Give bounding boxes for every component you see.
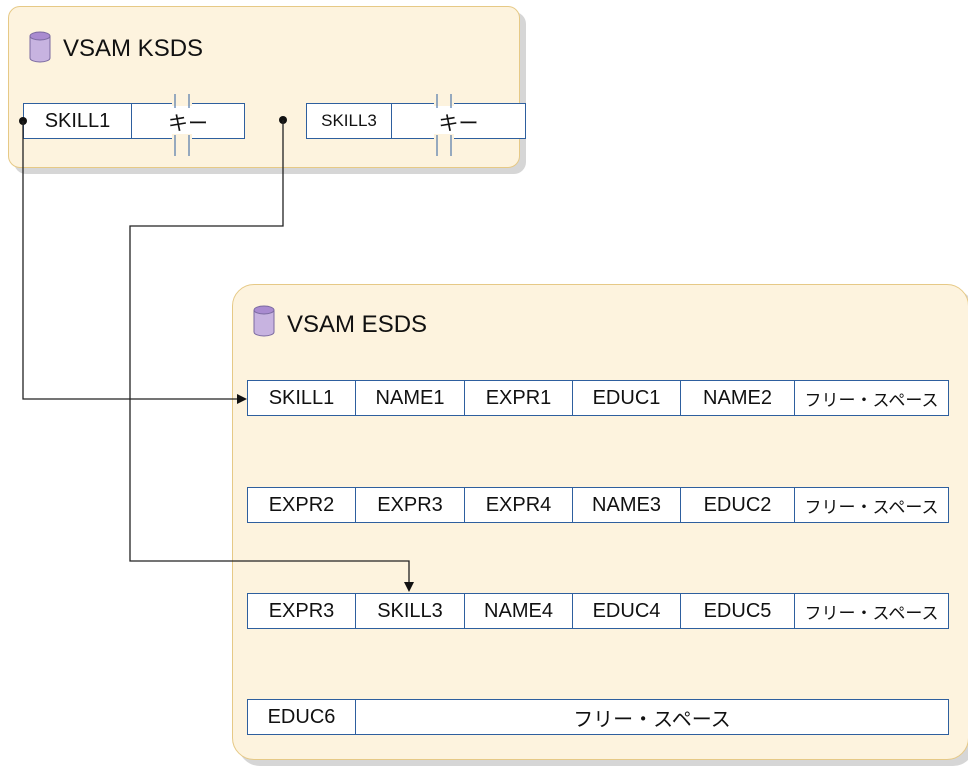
database-cylinder-icon xyxy=(29,31,51,63)
record-field: EXPR3 xyxy=(248,594,356,628)
ksds-entry-skill3: SKILL3 キー xyxy=(306,103,526,139)
record-field: EDUC2 xyxy=(681,488,795,522)
pointer-skill3 xyxy=(129,116,414,592)
pointer-skill1 xyxy=(19,117,247,404)
ksds-panel: VSAM KSDS xyxy=(8,6,520,168)
record-field: NAME2 xyxy=(681,381,795,415)
esds-title: VSAM ESDS xyxy=(287,311,428,338)
database-cylinder-icon xyxy=(253,305,275,337)
key-break-mark xyxy=(172,94,192,156)
ksds-entry-skill1: SKILL1 キー xyxy=(23,103,245,139)
record-field: NAME4 xyxy=(465,594,573,628)
record-field: EDUC6 xyxy=(248,700,356,734)
record-field: EXPR4 xyxy=(465,488,573,522)
record-field: SKILL3 xyxy=(356,594,465,628)
esds-record: SKILL1 NAME1 EXPR1 EDUC1 NAME2 フリー・スペース xyxy=(247,380,949,416)
record-field: EXPR1 xyxy=(465,381,573,415)
key-break-mark xyxy=(434,94,454,156)
record-field: EDUC1 xyxy=(573,381,681,415)
ksds-entry-key: キー xyxy=(168,112,208,135)
record-field: SKILL1 xyxy=(248,381,356,415)
record-field: EXPR3 xyxy=(356,488,465,522)
record-field: EXPR2 xyxy=(248,488,356,522)
ksds-entry-name: SKILL1 xyxy=(24,104,132,138)
free-space: フリー・スペース xyxy=(804,497,939,517)
free-space: フリー・スペース xyxy=(573,708,731,731)
record-field: EDUC5 xyxy=(681,594,795,628)
free-space: フリー・スペース xyxy=(804,390,939,410)
record-field: EDUC4 xyxy=(573,594,681,628)
esds-record: EXPR2 EXPR3 EXPR4 NAME3 EDUC2 フリー・スペース xyxy=(247,487,949,523)
record-field: NAME3 xyxy=(573,488,681,522)
esds-record: EXPR3 SKILL3 NAME4 EDUC4 EDUC5 フリー・スペース xyxy=(247,593,949,629)
ksds-entry-key: キー xyxy=(438,112,479,135)
ksds-entry-name: SKILL3 xyxy=(307,104,392,138)
ksds-title: VSAM KSDS xyxy=(63,35,204,62)
esds-record: EDUC6 フリー・スペース xyxy=(247,699,949,735)
record-field: NAME1 xyxy=(356,381,465,415)
free-space: フリー・スペース xyxy=(804,603,939,623)
